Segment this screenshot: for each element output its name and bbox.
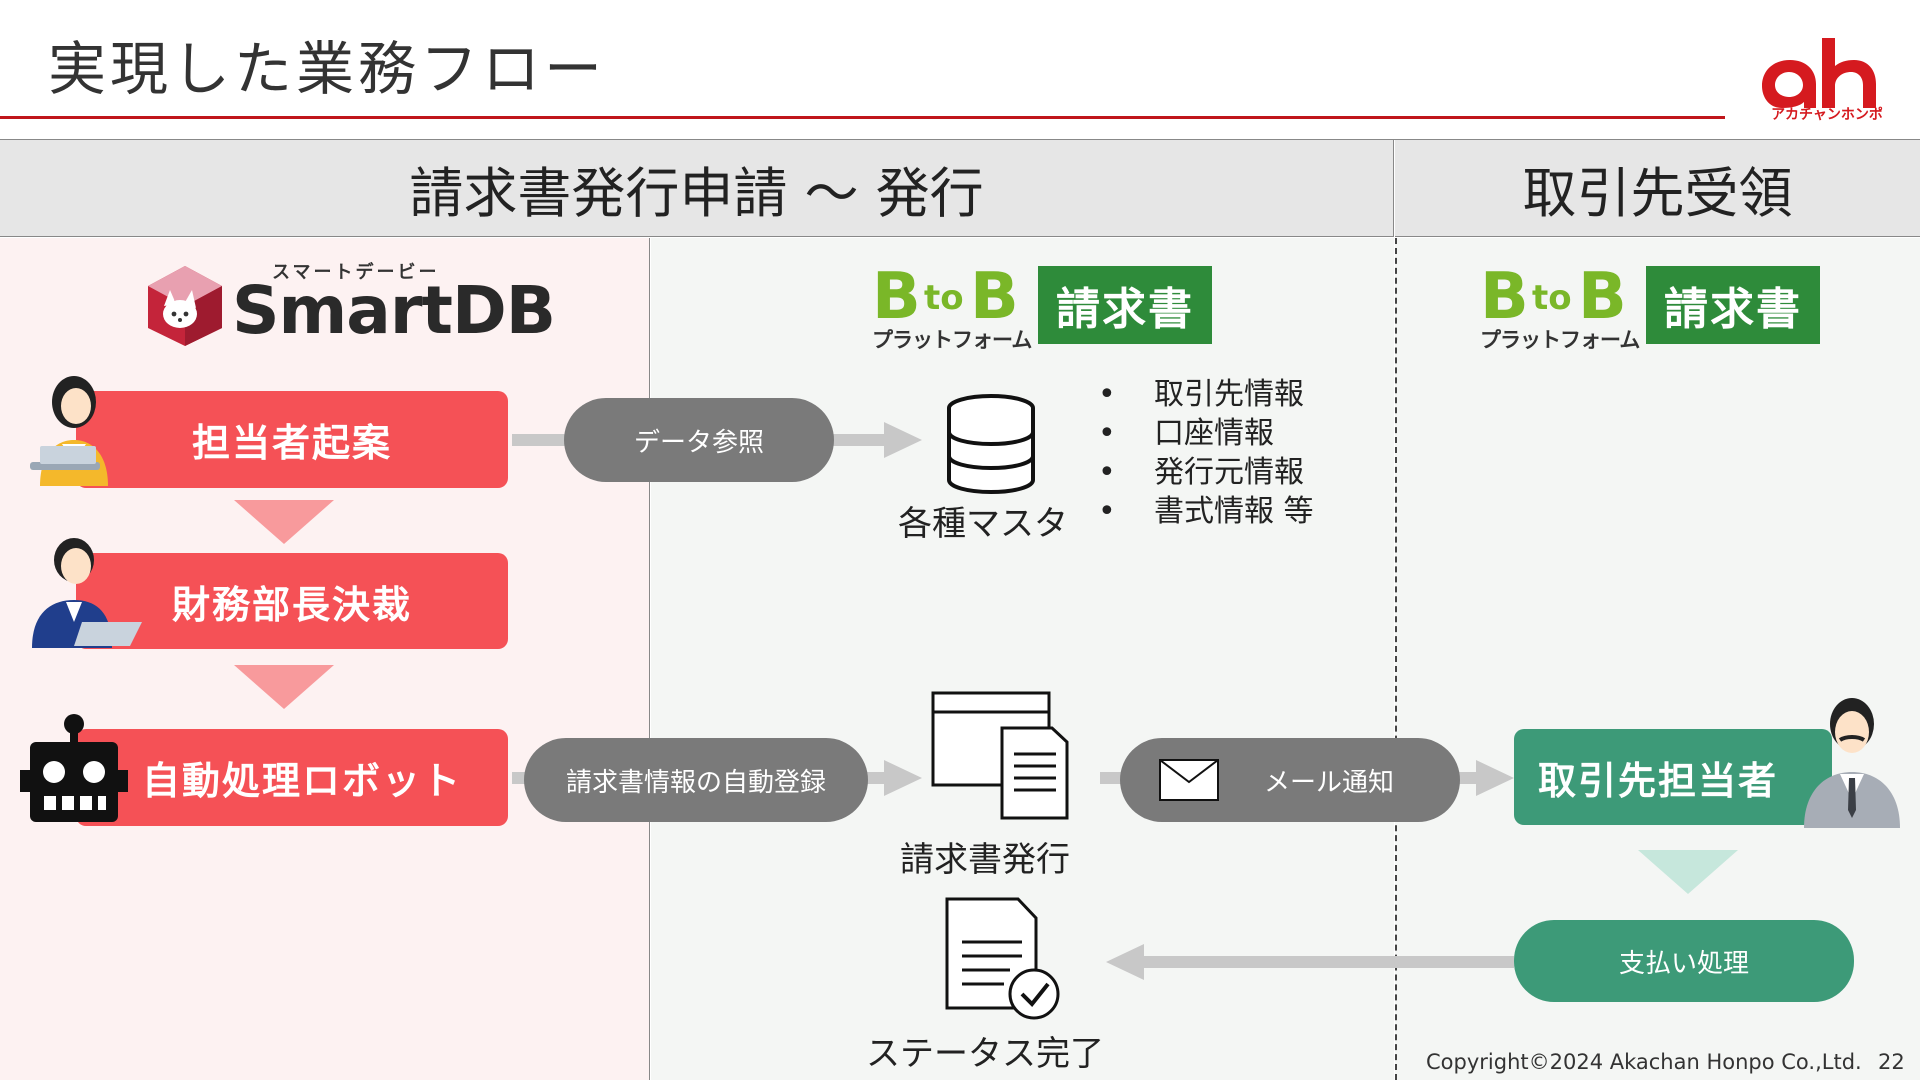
copyright: Copyright©2024 Akachan Honpo Co.,Ltd.: [1426, 1050, 1862, 1074]
master-item: 取引先情報: [1098, 375, 1314, 414]
partner-staff: 取引先担当者: [1514, 729, 1832, 825]
smartdb-cube-icon: [148, 266, 222, 346]
partner-man-icon: [1804, 698, 1900, 828]
btob-to: to: [1532, 278, 1572, 318]
master-caption: 各種マスタ: [898, 504, 1068, 544]
master-item: 発行元情報: [1098, 453, 1314, 492]
btob-b-left: B: [1480, 260, 1529, 334]
logo-tagline: アカチャンホンポ: [1771, 107, 1883, 123]
title-rule: [0, 116, 1725, 119]
btob-b-right: B: [970, 260, 1019, 334]
arrow-down-2: [234, 665, 334, 709]
btob-sub: プラットフォーム: [872, 328, 1032, 352]
flow-data-reference: データ参照: [564, 398, 834, 482]
btob-to: to: [924, 278, 964, 318]
robot-icon: [20, 714, 128, 822]
invoice-document-icon: [931, 691, 1069, 820]
arrow-down-partner: [1638, 850, 1738, 894]
master-item: 口座情報: [1098, 414, 1314, 453]
status-done-caption: ステータス完了: [866, 1034, 1104, 1074]
btob-badge: 請求書: [1038, 266, 1212, 344]
smartdb-ruby: スマートデービー: [272, 262, 440, 283]
step-robot: 自動処理ロボット: [76, 729, 508, 826]
lane-smartdb: [0, 238, 650, 1080]
btob-b-left: B: [872, 260, 921, 334]
manager-man-icon: [32, 538, 142, 648]
master-item: 書式情報 等: [1098, 492, 1314, 531]
payment-process: 支払い処理: [1514, 920, 1854, 1002]
page-title: 実現した業務フロー: [48, 35, 607, 103]
flow-auto-register: 請求書情報の自動登録: [524, 738, 868, 822]
btob-b-right: B: [1578, 260, 1627, 334]
btob-badge: 請求書: [1646, 266, 1820, 344]
smartdb-wordmark: SmartDB: [232, 272, 556, 349]
arrow-down-1: [234, 500, 334, 544]
column-header-receive: 取引先受領: [1395, 140, 1920, 237]
btob-logo-issue: B to B プラットフォーム 請求書: [872, 260, 1212, 352]
step-proposal: 担当者起案: [76, 391, 508, 488]
btob-sub: プラットフォーム: [1480, 328, 1640, 352]
diagram-frame: [0, 139, 1920, 1080]
mail-envelope-icon: [1159, 759, 1219, 801]
step-approval: 財務部長決裁: [76, 553, 508, 649]
status-complete-icon: [945, 897, 1060, 1020]
company-logo: [1762, 38, 1876, 108]
database-icon: [947, 394, 1035, 494]
column-header-issue: 請求書発行申請 ～ 発行: [0, 140, 1394, 237]
btob-logo-receive: B to B プラットフォーム 請求書: [1480, 260, 1820, 352]
arrow-status-return: [1106, 944, 1514, 980]
staff-woman-icon: [30, 376, 108, 486]
page-number: 22: [1878, 1050, 1905, 1074]
master-item-list: 取引先情報 口座情報 発行元情報 書式情報 等: [1098, 375, 1314, 531]
invoice-issue-caption: 請求書発行: [900, 840, 1070, 880]
